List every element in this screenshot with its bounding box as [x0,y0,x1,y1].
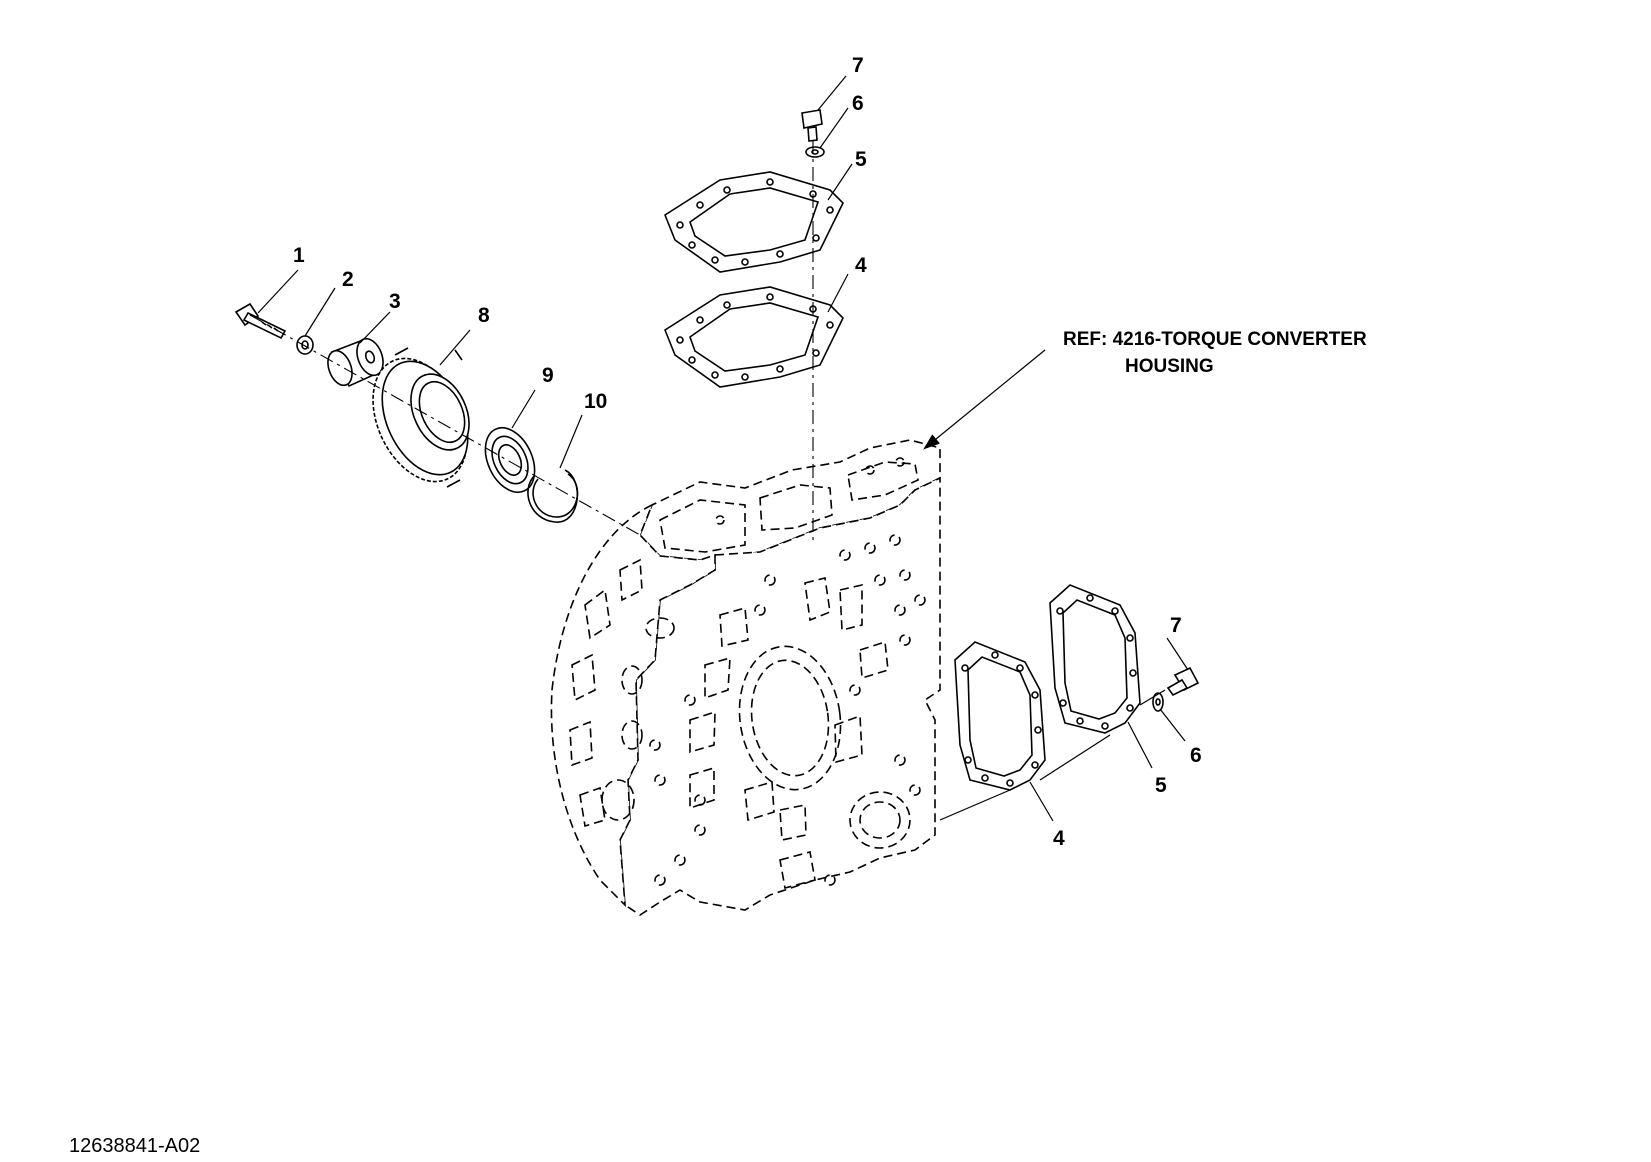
reference-arrow [923,349,1046,450]
part-10-snap-ring [527,469,579,523]
callout-10: 10 [584,390,607,413]
part-4-side-gasket [954,641,1046,791]
housing-bolt-holes [649,457,926,886]
callout-2: 2 [342,268,354,291]
part-6-side-washer [1152,692,1164,712]
callout-labels: 1 2 3 8 9 10 7 6 5 4 7 6 5 4 [293,54,1202,850]
leader-lines [257,75,1189,822]
callout-4-top: 4 [855,254,867,277]
callout-7-top: 7 [852,54,864,77]
part-5-side-cover [1049,584,1141,734]
callout-8: 8 [478,304,490,327]
torque-converter-housing [550,439,941,916]
part-5-top-cover [664,171,844,273]
part-7-side-bolt [1166,666,1200,697]
part-4-top-gasket [664,286,844,388]
callout-6-right: 6 [1190,744,1202,767]
part-6-top-washer [805,146,825,158]
callout-7-right: 7 [1170,614,1182,637]
reference-line-2: HOUSING [1125,356,1214,377]
figure-id: 12638841-A02 [69,1135,200,1157]
callout-3: 3 [389,290,401,313]
shaft-centerline [249,314,641,536]
reference-line-1: REF: 4216-TORQUE CONVERTER [1063,329,1367,350]
callout-4-right: 4 [1053,827,1065,850]
part-7-top-bolt [801,109,823,142]
part-3-bushing [327,337,384,388]
housing-left-side [550,503,716,908]
callout-1: 1 [293,244,305,267]
part-9-bearing [484,427,536,493]
part-1-cap-screw [234,302,287,340]
callout-5-right: 5 [1155,774,1167,797]
callout-9: 9 [542,364,554,387]
callout-6-top: 6 [852,92,864,115]
part-2-washer [296,335,314,355]
callout-5-top: 5 [855,148,867,171]
